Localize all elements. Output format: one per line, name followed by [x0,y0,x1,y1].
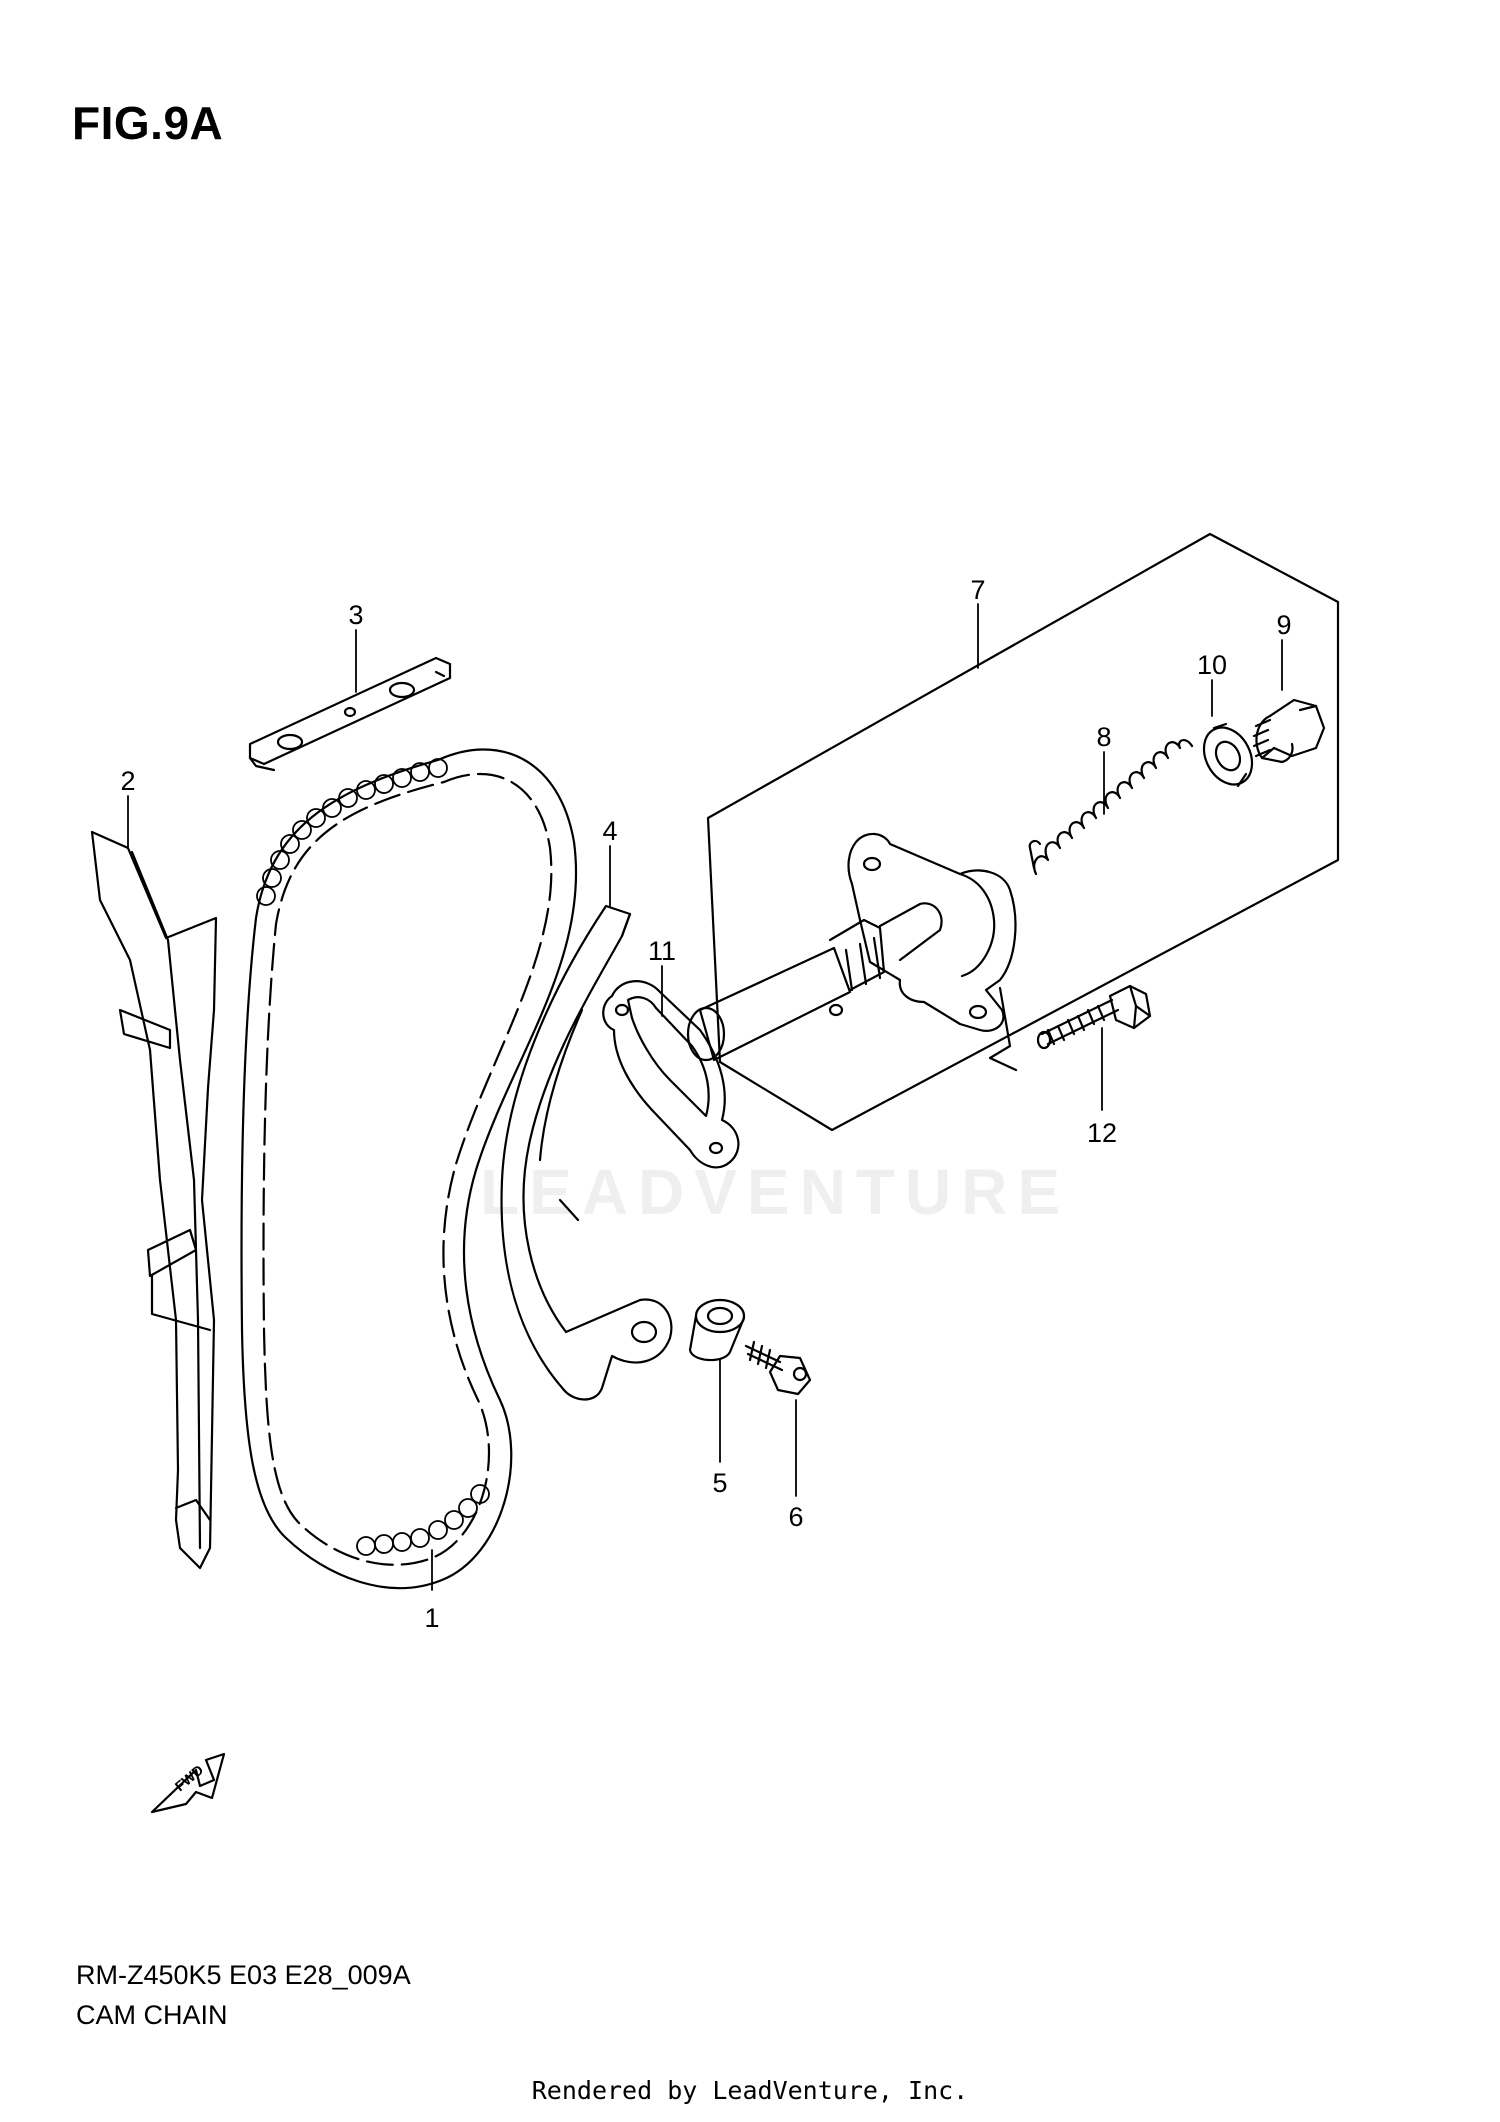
part-bolt-6[interactable] [744,1340,812,1396]
part-cam-chain[interactable] [240,748,578,1590]
fwd-arrow-icon [150,1752,226,1814]
figure-title: FIG.9A [72,97,224,149]
part-tensioner-arm[interactable] [500,904,673,1401]
part-chain-guide[interactable] [90,830,218,1570]
rendered-by-credit: Rendered by LeadVenture, Inc. [531,2076,969,2105]
callout-6: 6 [788,1502,803,1532]
callout-11: 11 [648,936,676,966]
part-cap-bolt[interactable] [1252,698,1326,764]
diagram-caption: CAM CHAIN [76,2000,228,2030]
fwd-arrow-label-group: FWD [172,1762,207,1795]
callout-12: 12 [1087,1118,1117,1148]
model-code: RM-Z450K5 E03 E28_009A [76,1960,411,1990]
callout-1: 1 [424,1603,439,1633]
part-washer[interactable] [1194,719,1261,793]
part-gasket[interactable] [602,980,740,1169]
callout-5: 5 [712,1468,727,1498]
watermark: LEADVENTURE [480,1156,1071,1228]
part-spring[interactable] [1028,739,1194,876]
tensioner-assembly-frame [706,532,1340,1132]
callout-7: 7 [970,575,985,605]
part-bolt-12[interactable] [1036,984,1152,1050]
callout-10: 10 [1197,650,1227,680]
callout-4: 4 [602,816,617,846]
callout-9: 9 [1276,610,1291,640]
part-tensioner[interactable] [686,832,1017,1062]
part-chain-guide-top[interactable] [248,656,452,772]
fwd-label: FWD [172,1762,207,1795]
callout-3: 3 [348,600,363,630]
leader-lines [127,603,1283,1591]
part-spacer[interactable] [688,1298,746,1362]
callout-8: 8 [1096,722,1111,752]
callout-2: 2 [120,766,135,796]
